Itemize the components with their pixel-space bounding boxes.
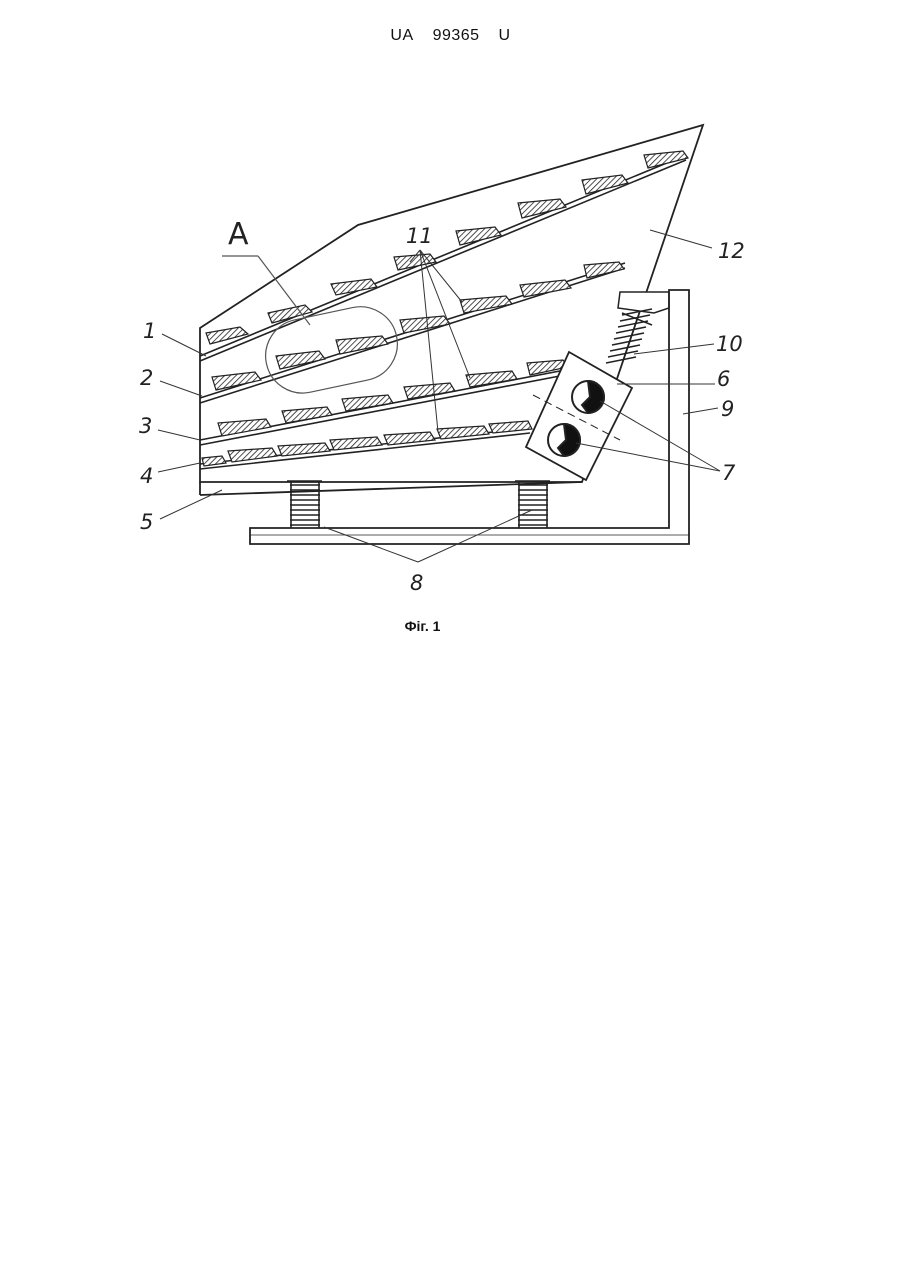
callout-8: 8 xyxy=(410,571,423,595)
callout-7: 7 xyxy=(722,461,736,485)
patent-drawing: A 1 2 3 4 5 6 7 8 9 10 11 12 xyxy=(120,100,770,610)
callout-11: 11 xyxy=(406,224,433,248)
figure-caption: Фіг. 1 xyxy=(0,618,845,634)
callout-3: 3 xyxy=(139,414,152,438)
leader-lines xyxy=(158,230,720,562)
patent-country: UA xyxy=(390,27,413,45)
callout-labels: A 1 2 3 4 5 6 7 8 9 10 11 12 xyxy=(139,217,745,595)
callout-4: 4 xyxy=(140,464,153,488)
callout-2: 2 xyxy=(140,366,153,390)
callout-12: 12 xyxy=(718,239,745,263)
patent-header: UA 99365 U xyxy=(0,27,901,45)
callout-5: 5 xyxy=(140,510,153,534)
upper-spring xyxy=(606,292,669,363)
callout-10: 10 xyxy=(716,332,743,356)
patent-kind: U xyxy=(499,27,511,45)
label-view-a: A xyxy=(228,217,249,252)
callout-6: 6 xyxy=(717,367,730,391)
patent-number: 99365 xyxy=(433,27,480,45)
callout-1: 1 xyxy=(143,319,156,343)
callout-9: 9 xyxy=(721,397,734,421)
